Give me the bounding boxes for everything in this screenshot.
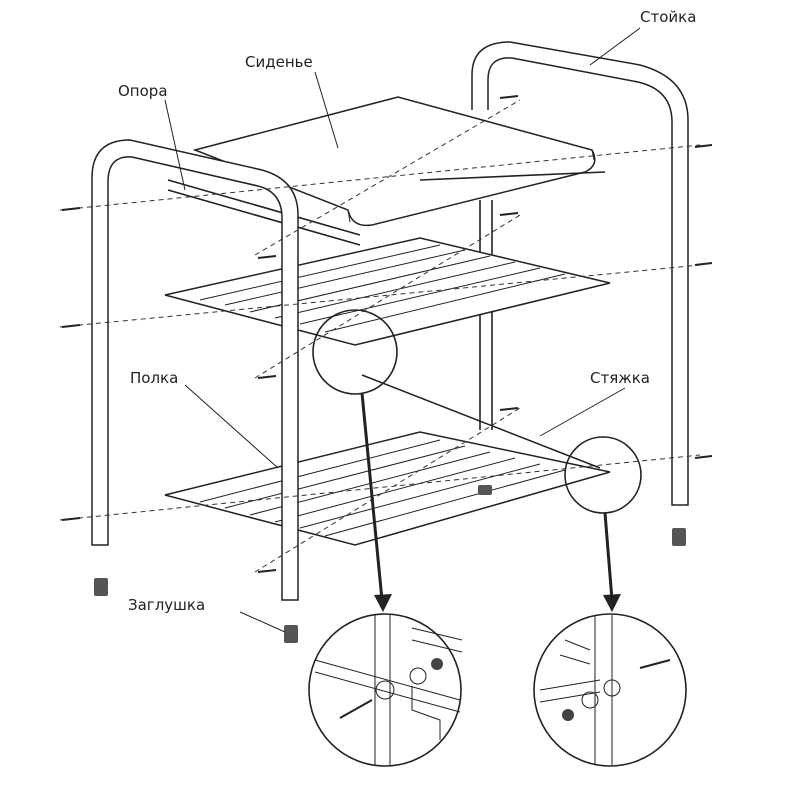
label-plug: Заглушка [128,596,206,614]
label-tie: Стяжка [590,369,650,387]
upper-shelf [164,237,611,346]
label-support: Опора [118,82,168,100]
bolt-guides [59,99,701,573]
seat [192,96,596,227]
tie-rod [361,374,601,469]
support-bar [167,171,606,246]
detail-marker-left [312,309,398,395]
label-post: Стойка [640,8,697,26]
detail-view-left [308,613,463,767]
rear-post [471,41,689,506]
front-post [91,139,299,601]
lower-shelf [164,431,611,546]
bolts [61,95,713,573]
detail-marker-right [564,436,642,514]
detail-view-right [533,613,687,767]
label-seat: Сиденье [245,53,313,71]
detail-arrows [360,392,621,612]
rear-left-post [479,200,493,430]
leader-lines [164,27,641,633]
plug-icons [94,485,686,643]
label-shelf: Полка [130,369,179,387]
